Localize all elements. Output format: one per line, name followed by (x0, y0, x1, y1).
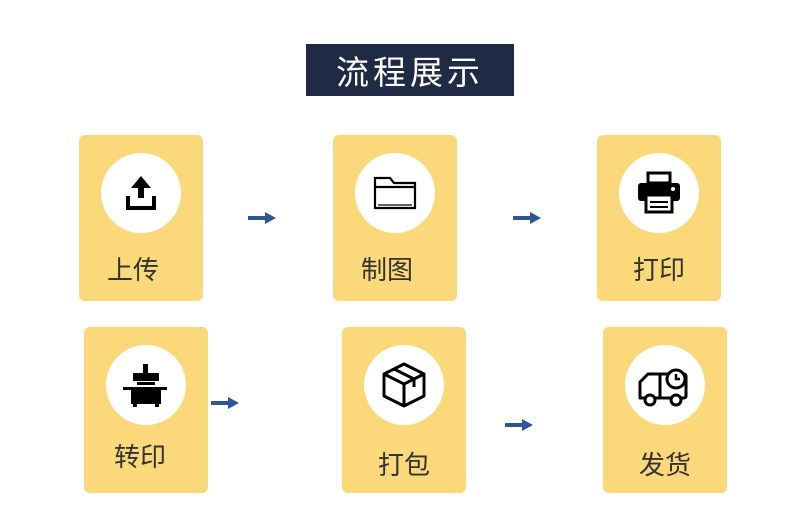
arrow-icon (505, 419, 533, 431)
package-box-icon (382, 362, 426, 408)
step-card-pack: 打包 (342, 327, 466, 493)
upload-icon (126, 176, 156, 210)
heat-press-icon (123, 364, 167, 407)
page-title: 流程展示 (306, 44, 514, 96)
step-label: 转印 (113, 443, 166, 473)
step-label: 打印 (632, 256, 685, 286)
step-card-upload: 上传 (79, 135, 203, 301)
step-card-design: 制图 (333, 135, 457, 301)
step-label: 上传 (106, 256, 159, 286)
arrow-icon (248, 212, 276, 224)
step-card-transfer: 转印 (84, 327, 208, 493)
step-label: 打包 (377, 451, 430, 481)
step-card-ship: 发货 (603, 327, 727, 493)
folder-icon (373, 176, 417, 210)
arrow-icon (211, 397, 239, 409)
step-card-print: 打印 (597, 135, 721, 301)
delivery-truck-icon (638, 368, 688, 407)
step-label: 制图 (360, 256, 413, 286)
step-label: 发货 (638, 451, 691, 481)
printer-icon (638, 171, 680, 214)
arrow-icon (513, 212, 541, 224)
